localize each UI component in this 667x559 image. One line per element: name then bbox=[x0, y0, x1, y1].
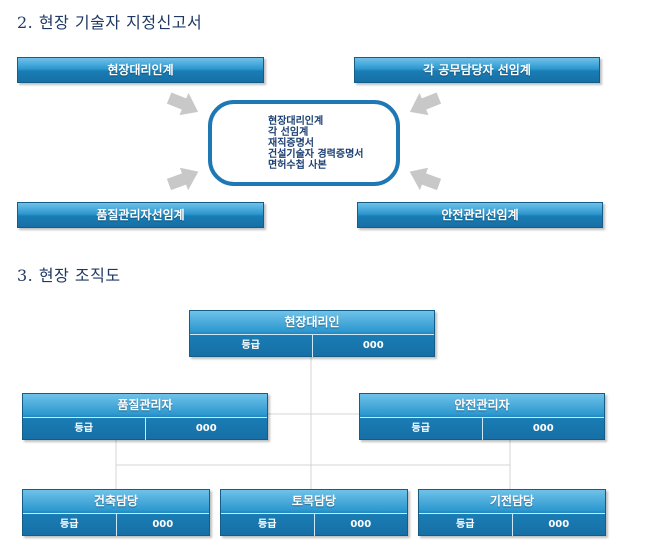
grade-value: 000 bbox=[195, 423, 217, 434]
document-item: 각 선임계 bbox=[268, 127, 309, 138]
org-node-civil: 토목담당 등급 000 bbox=[220, 489, 408, 536]
document-item: 면허수첩 사본 bbox=[268, 160, 327, 171]
grade-label: 등급 bbox=[190, 335, 313, 357]
required-documents-list: 현장대리인계 각 선임계 재직증명서 건설기술자 경력증명서 면허수첩 사본 bbox=[268, 116, 363, 171]
arrow-bottom-right-icon bbox=[409, 167, 442, 191]
org-node-safety-manager: 안전관리자 등급 000 bbox=[359, 393, 605, 440]
grade-label: 등급 bbox=[23, 514, 117, 536]
grade-value: 000 bbox=[152, 519, 174, 530]
org-node-electrical-mechanical: 기전담당 등급 000 bbox=[418, 489, 606, 536]
org-node-title: 기전담당 bbox=[419, 490, 605, 514]
section-2-heading: 2. 현장 기술자 지정신고서 bbox=[17, 13, 203, 32]
quality-manager-appointment-box: 품질관리자선임계 bbox=[17, 202, 264, 228]
grade-value: 000 bbox=[548, 519, 570, 530]
org-node-title: 건축담당 bbox=[23, 490, 209, 514]
document-item: 재직증명서 bbox=[268, 138, 314, 149]
grade-label: 등급 bbox=[221, 514, 315, 536]
document-item: 건설기술자 경력증명서 bbox=[268, 149, 364, 160]
grade-label: 등급 bbox=[23, 418, 146, 440]
org-node-title: 안전관리자 bbox=[360, 394, 604, 418]
org-node-architecture: 건축담당 등급 000 bbox=[22, 489, 210, 536]
section-3-heading: 3. 현장 조직도 bbox=[17, 266, 121, 285]
org-node-site-agent: 현장대리인 등급 000 bbox=[189, 310, 435, 357]
grade-label: 등급 bbox=[360, 418, 483, 440]
site-agent-report-box: 현장대리인계 bbox=[17, 57, 264, 83]
org-node-title: 현장대리인 bbox=[190, 311, 434, 335]
safety-appointment-box: 안전관리선임계 bbox=[357, 202, 603, 228]
grade-value: 000 bbox=[362, 340, 384, 351]
required-documents-frame: 현장대리인계 각 선임계 재직증명서 건설기술자 경력증명서 면허수첩 사본 bbox=[208, 100, 400, 186]
grade-value: 000 bbox=[532, 423, 554, 434]
arrow-top-right-icon bbox=[409, 92, 442, 116]
org-node-title: 토목담당 bbox=[221, 490, 407, 514]
grade-label: 등급 bbox=[419, 514, 513, 536]
org-node-quality-manager: 품질관리자 등급 000 bbox=[22, 393, 268, 440]
arrow-top-left-icon bbox=[166, 92, 199, 116]
org-node-title: 품질관리자 bbox=[23, 394, 267, 418]
grade-value: 000 bbox=[350, 519, 372, 530]
staff-appointment-box: 각 공무담당자 선임계 bbox=[354, 57, 600, 83]
arrow-bottom-left-icon bbox=[166, 167, 199, 191]
document-item: 현장대리인계 bbox=[268, 116, 324, 127]
